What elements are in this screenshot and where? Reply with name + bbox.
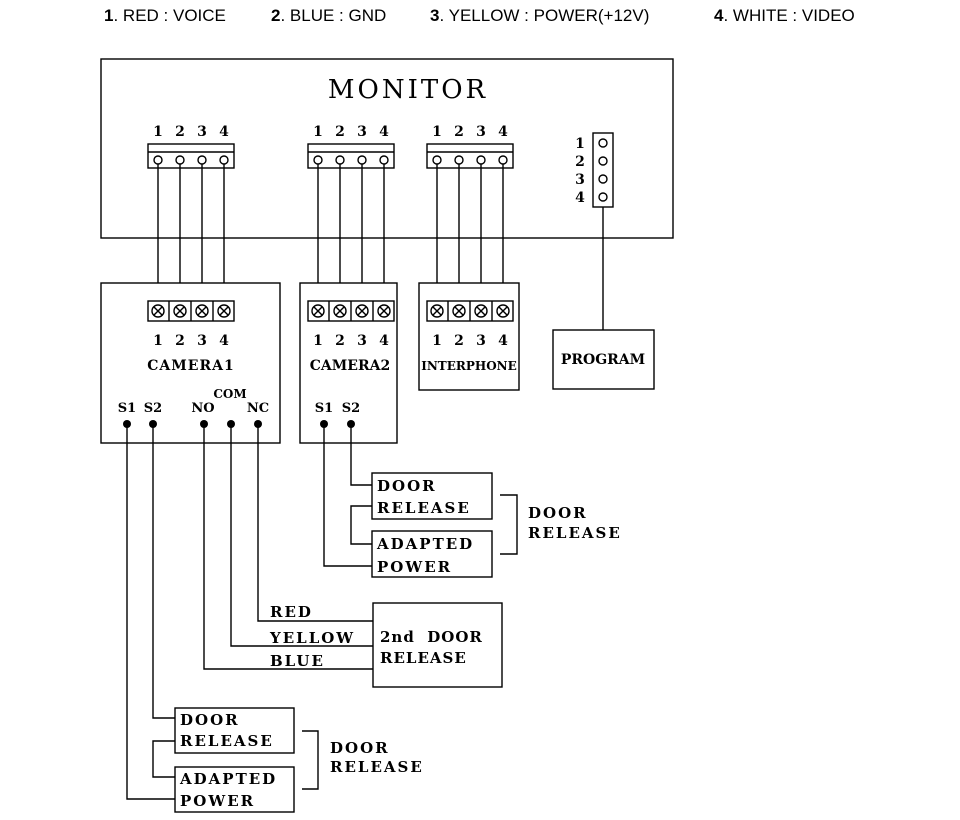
box-text: DOOR	[180, 711, 240, 729]
terminal-label: S2	[342, 401, 360, 416]
box-text: DOOR	[377, 477, 437, 495]
legend-num: 1	[104, 6, 113, 25]
pin-label: 3	[575, 172, 585, 188]
wire-label: BLUE	[270, 652, 325, 670]
pin-label: 3	[357, 124, 367, 140]
pin-label: 1	[153, 333, 163, 349]
second-door-release-wiring: RED YELLOW BLUE 2nd DOOR RELEASE	[203, 424, 503, 688]
box-text: RELEASE	[377, 499, 471, 517]
pin-label: 2	[575, 154, 585, 170]
pin-label: 1	[153, 124, 163, 140]
camera1-terminal-block	[147, 300, 235, 322]
group-label: RELEASE	[528, 524, 622, 542]
box-text: POWER	[180, 792, 255, 810]
pin-label: 4	[379, 333, 389, 349]
camera1-release-wiring: DOOR RELEASE ADAPTED POWER DOOR RELEASE	[126, 424, 424, 813]
terminal-label: S1	[315, 401, 333, 416]
pin-label: 4	[379, 124, 389, 140]
second-door-box	[372, 602, 503, 688]
pin-label: 1	[432, 124, 442, 140]
group-bracket	[302, 730, 319, 790]
program-unit: PROGRAM	[552, 329, 655, 390]
pin-label: 2	[454, 124, 464, 140]
group-bracket	[500, 494, 518, 555]
group-label: DOOR	[330, 739, 390, 757]
connector-housing	[307, 143, 395, 169]
interphone-label: INTERPHONE	[421, 359, 517, 373]
connector-housing	[592, 132, 614, 208]
door-release-box	[174, 707, 295, 754]
group-label: DOOR	[528, 504, 588, 522]
legend-num: 4	[714, 6, 724, 25]
camera2-unit: 1 2 3 4 CAMERA2 S1 S2	[299, 282, 398, 444]
pin-label: 1	[313, 333, 323, 349]
pin-label: 3	[476, 333, 486, 349]
terminal-label: NC	[247, 401, 269, 416]
camera2-release-wiring: DOOR RELEASE ADAPTED POWER DOOR RELEASE	[323, 424, 622, 578]
group-label: RELEASE	[330, 758, 424, 776]
monitor-wires	[157, 164, 604, 330]
pin-label: 3	[357, 333, 367, 349]
svg-text:3. YELLOW : POWER(+12V): 3. YELLOW : POWER(+12V)	[430, 6, 649, 25]
wire-label: RED	[270, 603, 313, 621]
pin-label: 1	[313, 124, 323, 140]
camera2-label: CAMERA2	[310, 358, 390, 374]
pin-label: 2	[335, 333, 345, 349]
legend-text: . BLUE : GND	[280, 6, 386, 25]
wire-label: YELLOW	[269, 629, 355, 647]
terminal-label: S2	[144, 401, 162, 416]
com-label: COM	[213, 387, 246, 401]
pin-label: 4	[498, 124, 508, 140]
legend-text: . YELLOW : POWER(+12V)	[439, 6, 649, 25]
pin-label: 1	[575, 136, 585, 152]
pin-label: 4	[575, 190, 585, 206]
camera2-terminal-block	[307, 300, 395, 322]
pin-label: 3	[476, 124, 486, 140]
svg-text:1. RED : VOICE: 1. RED : VOICE	[104, 6, 226, 25]
interphone-unit: 1 2 3 4 INTERPHONE	[418, 282, 520, 391]
pin-label: 2	[454, 333, 464, 349]
camera1-unit: 1 2 3 4 CAMERA1 COM S1 S2 NO NC	[100, 282, 281, 444]
pin-label: 2	[335, 124, 345, 140]
box-text: 2nd DOOR	[380, 628, 483, 646]
svg-text:2. BLUE : GND: 2. BLUE : GND	[271, 6, 386, 25]
monitor-connector-camera2: 1 2 3 4	[307, 124, 395, 169]
program-box	[552, 329, 655, 390]
monitor-unit: MONITOR 1 2 3 4 1 2 3 4 1 2 3	[100, 58, 674, 239]
pin-label: 4	[219, 333, 229, 349]
camera1-label: CAMERA1	[147, 358, 234, 374]
pin-label: 4	[219, 124, 229, 140]
legend-num: 3	[430, 6, 439, 25]
legend-num: 2	[271, 6, 280, 25]
box-text: RELEASE	[380, 649, 467, 667]
pin-label: 1	[432, 333, 442, 349]
pin-label: 2	[175, 124, 185, 140]
connector-housing	[147, 143, 235, 169]
interphone-terminal-block	[426, 300, 514, 322]
connector-housing	[426, 143, 514, 169]
svg-text:4. WHITE : VIDEO: 4. WHITE : VIDEO	[714, 6, 855, 25]
box-text: ADAPTED	[376, 535, 474, 553]
box-text: RELEASE	[180, 732, 274, 750]
terminal-label: NO	[191, 401, 214, 416]
pin-label: 2	[175, 333, 185, 349]
adapted-power-box	[371, 530, 493, 578]
adapted-power-box	[174, 766, 295, 813]
pin-label: 4	[498, 333, 508, 349]
door-release-box	[371, 472, 493, 520]
program-label: PROGRAM	[561, 352, 645, 368]
monitor-title: MONITOR	[328, 75, 488, 105]
legend-text: . RED : VOICE	[113, 6, 225, 25]
legend-text: . WHITE : VIDEO	[723, 6, 854, 25]
pin-label: 3	[197, 333, 207, 349]
wire-color-legend: 1. RED : VOICE 2. BLUE : GND 3. YELLOW :…	[104, 6, 855, 25]
box-text: ADAPTED	[179, 770, 277, 788]
terminal-label: S1	[118, 401, 136, 416]
box-text: POWER	[377, 558, 452, 576]
pin-label: 3	[197, 124, 207, 140]
